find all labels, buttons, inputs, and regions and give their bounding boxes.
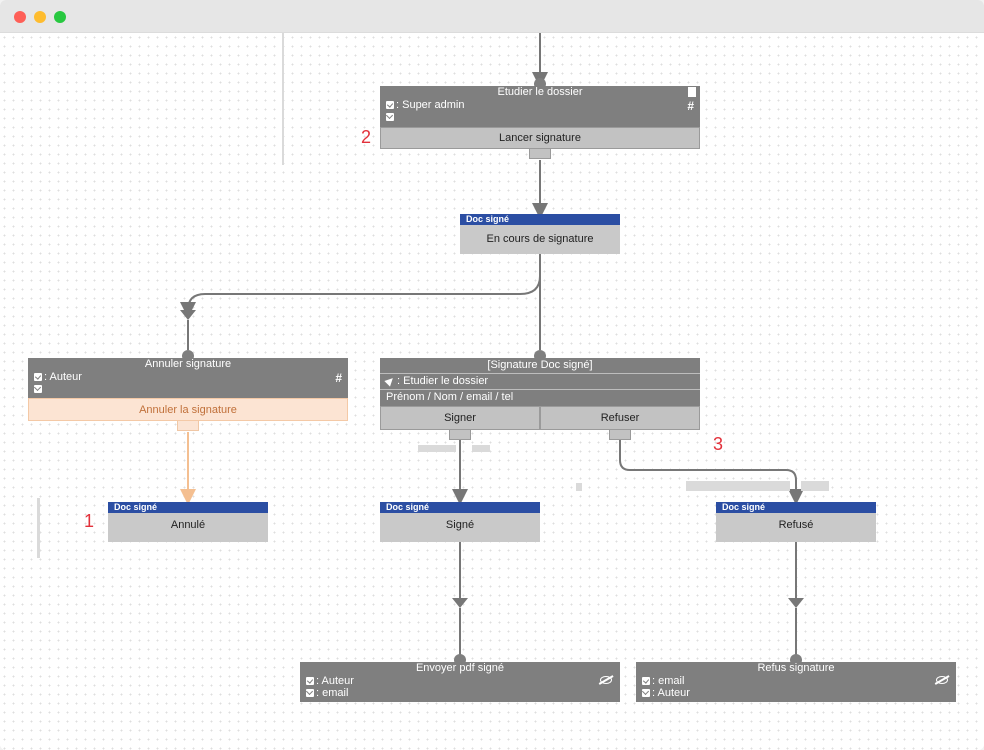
signer-button[interactable]: Signer: [380, 406, 540, 430]
notification-row: [28, 383, 348, 395]
annotation-number: 2: [361, 127, 372, 147]
checkbox-icon: [386, 101, 394, 110]
checkbox-icon: [306, 677, 314, 686]
role-row: : Auteur: [300, 675, 620, 687]
task-node-etudier[interactable]: Etudier le dossier : Super admin #: [380, 86, 700, 127]
mail-icon: [642, 689, 650, 698]
maximize-window-button[interactable]: [54, 11, 66, 23]
assignee-row: : Etudier le dossier: [380, 373, 700, 389]
mail-icon: [386, 113, 394, 122]
edge-encours-annuler: [180, 254, 541, 318]
annotation-number: 1: [84, 511, 95, 531]
title-bar: [0, 0, 984, 33]
hash-icon[interactable]: #: [687, 99, 694, 113]
role-row: : Auteur: [28, 371, 348, 383]
minimize-window-button[interactable]: [34, 11, 46, 23]
role-row: : Super admin: [380, 99, 700, 111]
close-window-button[interactable]: [14, 11, 26, 23]
hash-icon[interactable]: #: [335, 371, 342, 385]
state-category: Doc signé: [716, 502, 876, 513]
edge-funnel-refus: [788, 598, 804, 608]
state-node-en-cours[interactable]: Doc signé En cours de signature: [460, 214, 620, 254]
output-port[interactable]: [609, 430, 631, 440]
edge-refuser-refuse: [619, 440, 804, 505]
output-port[interactable]: [529, 149, 551, 159]
fields-row: Prénom / Nom / email / tel: [380, 389, 700, 405]
lancer-signature-button[interactable]: Lancer signature: [380, 127, 700, 149]
notification-row: [380, 111, 700, 123]
state-label: Annulé: [108, 513, 268, 542]
eye-off-icon[interactable]: [936, 676, 948, 684]
state-label: Signé: [380, 513, 540, 542]
mail-icon: [34, 385, 42, 394]
edge-label-placeholder: [576, 483, 582, 491]
notification-row: : email: [300, 687, 620, 699]
state-category: Doc signé: [108, 502, 268, 513]
task-node-signature[interactable]: [Signature Doc signé] : Etudier le dossi…: [380, 358, 700, 406]
mail-icon: [306, 689, 314, 698]
task-node-refus[interactable]: Refus signature : email : Auteur: [636, 662, 956, 702]
edge-funnel-annuler: [180, 310, 196, 320]
state-node-signe[interactable]: Doc signé Signé: [380, 502, 540, 542]
output-port[interactable]: [177, 421, 199, 431]
document-icon[interactable]: [688, 87, 696, 97]
task-node-envoyer[interactable]: Envoyer pdf signé : Auteur : email: [300, 662, 620, 702]
checkbox-icon: [642, 677, 650, 686]
edge-label-placeholder: [686, 481, 790, 491]
state-category: Doc signé: [380, 502, 540, 513]
divider-line: [282, 33, 284, 165]
checkbox-icon: [34, 373, 42, 382]
eye-off-icon[interactable]: [600, 676, 612, 684]
role-row: : Auteur: [636, 687, 956, 699]
edge-funnel-envoyer: [452, 598, 468, 608]
divider-line: [37, 498, 40, 558]
task-node-annuler[interactable]: Annuler signature : Auteur #: [28, 358, 348, 398]
node-title: Refus signature: [757, 662, 835, 674]
edge-label-placeholder: [418, 445, 456, 452]
output-port[interactable]: [449, 430, 471, 440]
node-title: Annuler signature: [144, 358, 232, 370]
notification-row: : email: [636, 675, 956, 687]
pin-icon: [384, 375, 396, 387]
state-node-refuse[interactable]: Doc signé Refusé: [716, 502, 876, 542]
node-title: [Signature Doc signé]: [487, 359, 593, 371]
refuser-button[interactable]: Refuser: [540, 406, 700, 430]
state-node-annule[interactable]: Doc signé Annulé: [108, 502, 268, 542]
node-title: Etudier le dossier: [497, 86, 583, 98]
annuler-la-signature-button[interactable]: Annuler la signature: [28, 398, 348, 421]
edge-label-placeholder: [472, 445, 490, 452]
state-label: Refusé: [716, 513, 876, 542]
annotation-number: 3: [713, 434, 724, 454]
state-label: En cours de signature: [460, 225, 620, 254]
state-category: Doc signé: [460, 214, 620, 225]
node-title: Envoyer pdf signé: [415, 662, 505, 674]
edge-label-placeholder: [801, 481, 829, 491]
